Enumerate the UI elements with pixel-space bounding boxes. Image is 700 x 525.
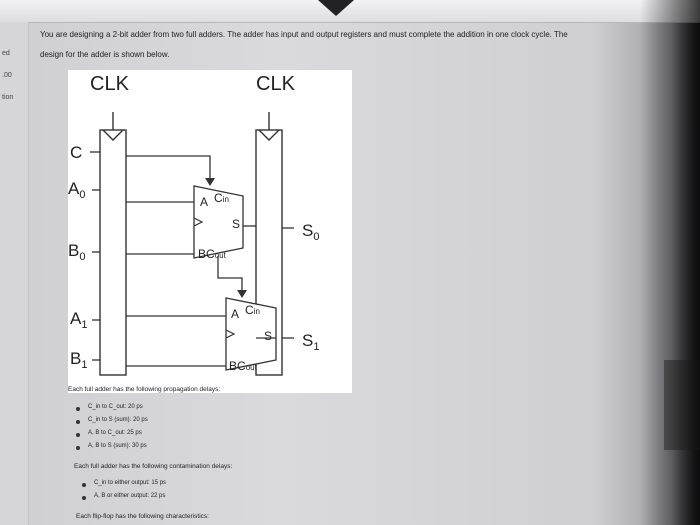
input-label-c: C <box>70 143 82 162</box>
contamination-heading: Each full adder has the following contam… <box>74 463 233 470</box>
adder-0-a-label: A <box>200 195 208 209</box>
sidebar-item-1[interactable]: ed <box>2 50 10 57</box>
output-label-s0: S0 <box>302 221 319 243</box>
full-adder-1 <box>225 297 277 371</box>
input-label-b1: B1 <box>70 349 87 371</box>
full-adder-0 <box>193 185 244 259</box>
sidebar-item-3[interactable]: tion <box>2 94 14 101</box>
adder-1-a-label: A <box>231 307 239 321</box>
propagation-item-4: A, B to S (sum): 30 ps <box>88 443 147 449</box>
carry-in-arrow <box>205 178 215 186</box>
adder-schematic: CLK CLK C A0 B0 A1 <box>68 73 319 376</box>
bullet-icon <box>76 446 80 450</box>
adder-1-chevron <box>225 329 236 339</box>
bullet-icon <box>76 407 80 411</box>
adder-0-chevron <box>193 217 204 227</box>
flipflop-heading: Each flip-flop has the following charact… <box>76 513 209 520</box>
carry-arrow-1 <box>237 290 247 298</box>
propagation-item-3: A, B to C_out: 25 ps <box>88 430 142 436</box>
adder-0-cin-label: Cin <box>214 191 229 205</box>
propagation-heading: Each full adder has the following propag… <box>68 386 221 393</box>
adder-0-cout-label: BCout <box>198 247 227 261</box>
clock-triangle-right <box>258 129 280 141</box>
sidebar-item-2[interactable]: .00 <box>2 72 12 79</box>
carry-in-wire <box>126 155 211 180</box>
input-label-a1: A1 <box>70 309 87 331</box>
input-label-a0: A0 <box>68 179 85 201</box>
contamination-item-2: A, B or either output: 22 ps <box>94 493 166 499</box>
adder-1-cin-label: Cin <box>245 303 260 317</box>
intro-line-1: You are designing a 2-bit adder from two… <box>40 30 568 39</box>
propagation-item-1: C_in to C_out: 20 ps <box>88 404 143 410</box>
adder-diagram: CLK CLK C A0 B0 A1 <box>68 70 352 393</box>
carry-out-0-wire <box>217 256 243 292</box>
input-label-b0: B0 <box>68 241 85 263</box>
adder-1-s-label: S <box>264 329 272 343</box>
bullet-icon <box>76 433 80 437</box>
clk-label-right: CLK <box>256 73 296 95</box>
dropdown-caret-icon[interactable] <box>318 0 354 16</box>
output-label-s1: S1 <box>302 331 319 353</box>
propagation-item-2: C_in to S (sum): 20 ps <box>88 417 148 423</box>
left-sidebar: ed .00 tion <box>0 22 29 525</box>
input-register <box>99 129 127 376</box>
clk-label-left: CLK <box>90 73 130 95</box>
clock-triangle-left <box>102 129 124 141</box>
bullet-icon <box>76 420 80 424</box>
bullet-icon <box>82 483 86 487</box>
background-object <box>664 360 700 450</box>
intro-line-2: design for the adder is shown below. <box>40 50 170 59</box>
contamination-item-1: C_in to either output: 15 ps <box>94 480 167 486</box>
top-toolbar <box>0 0 700 23</box>
adder-0-s-label: S <box>232 217 240 231</box>
adder-1-cout-label: BCout <box>229 359 258 373</box>
question-content: You are designing a 2-bit adder from two… <box>28 22 700 525</box>
bullet-icon <box>82 496 86 500</box>
